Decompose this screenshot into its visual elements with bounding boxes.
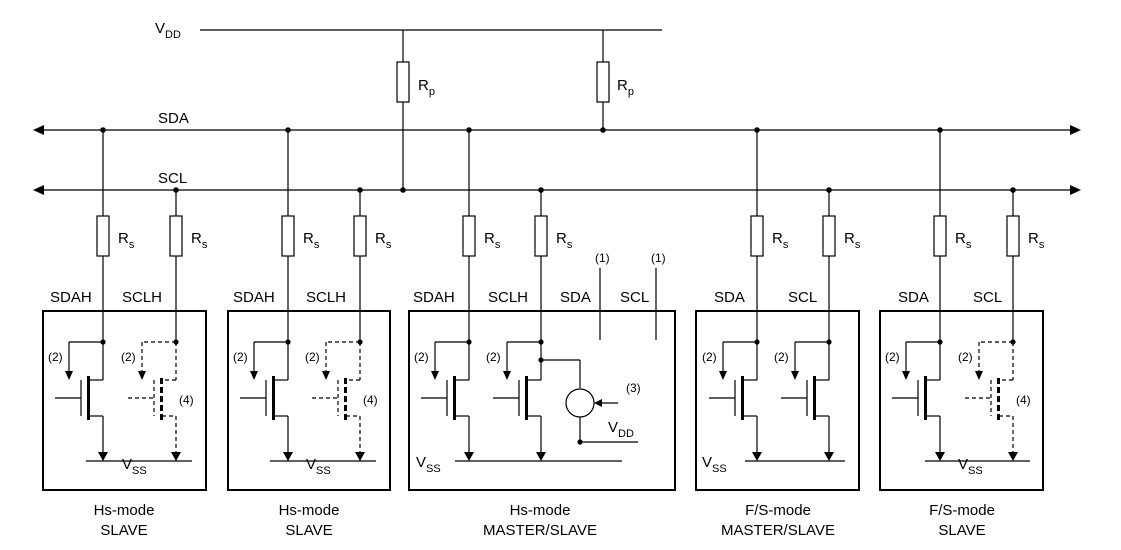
svg-text:SCL: SCL: [788, 289, 817, 306]
svg-text:(2): (2): [885, 350, 900, 364]
svg-text:SDAH: SDAH: [413, 289, 455, 306]
transistor-cells: (2) (2) (4) (2) (2) (4) (2) (2) (2) (2) (2) (2) (4): [48, 339, 1031, 461]
svg-text:VSS: VSS: [958, 456, 983, 477]
transistor-cell: (2): [702, 339, 762, 461]
svg-text:Hs-mode: Hs-mode: [94, 502, 155, 519]
svg-text:SCLH: SCLH: [488, 289, 528, 306]
svg-text:VDD: VDD: [155, 20, 181, 41]
svg-text:SCLH: SCLH: [122, 289, 162, 306]
svg-text:Rs: Rs: [772, 230, 789, 251]
svg-text:Rp: Rp: [617, 77, 634, 98]
svg-text:VDD: VDD: [608, 419, 634, 440]
svg-text:SCL: SCL: [973, 289, 1002, 306]
svg-text:(2): (2): [121, 350, 136, 364]
svg-text:Rs: Rs: [1028, 230, 1045, 251]
series-resistor-rs: Rs: [1006, 187, 1045, 342]
svg-text:(4): (4): [1016, 393, 1031, 407]
svg-text:SLAVE: SLAVE: [938, 522, 985, 539]
svg-text:(4): (4): [179, 393, 194, 407]
svg-text:(4): (4): [363, 393, 378, 407]
transistor-cell: (2): [48, 339, 108, 461]
svg-text:SDA: SDA: [714, 289, 745, 306]
series-resistors: Rs Rs Rs Rs Rs Rs Rs Rs Rs Rs: [96, 127, 1045, 342]
scl-bus-line: SCL: [33, 170, 1081, 195]
series-resistor-rs: Rs: [169, 187, 208, 342]
transistor-cell: (2): [885, 339, 945, 461]
svg-text:SDA: SDA: [898, 289, 929, 306]
transistor-cell: (2) (4): [305, 339, 378, 461]
device-hs-slave-1: SDAH SCLH Hs-mode SLAVE: [42, 289, 207, 539]
svg-text:SLAVE: SLAVE: [285, 522, 332, 539]
svg-text:(1): (1): [651, 251, 666, 265]
svg-text:(1): (1): [595, 251, 610, 265]
svg-text:(2): (2): [305, 350, 320, 364]
transistor-cell: (2): [414, 339, 474, 461]
svg-text:SCL: SCL: [158, 170, 187, 187]
svg-text:Rs: Rs: [484, 230, 501, 251]
svg-text:Hs-mode: Hs-mode: [279, 502, 340, 519]
svg-text:VSS: VSS: [306, 456, 331, 477]
vdd-rail: VDD: [155, 20, 662, 41]
device-fs-master-slave: SDA SCL F/S-mode MASTER/SLAVE: [695, 289, 860, 539]
series-resistor-rs: Rs: [822, 187, 861, 342]
svg-text:(2): (2): [774, 350, 789, 364]
svg-text:F/S-mode: F/S-mode: [745, 502, 811, 519]
svg-text:(3): (3): [626, 381, 641, 395]
svg-text:VSS: VSS: [416, 454, 441, 475]
series-resistor-rs: Rs: [933, 127, 972, 342]
svg-text:Rs: Rs: [118, 230, 135, 251]
svg-text:VSS: VSS: [122, 456, 147, 477]
svg-text:(2): (2): [486, 350, 501, 364]
device-hs-slave-2: SDAH SCLH Hs-mode SLAVE: [227, 289, 391, 539]
svg-text:Rs: Rs: [191, 230, 208, 251]
svg-text:Rs: Rs: [303, 230, 320, 251]
svg-text:Hs-mode: Hs-mode: [510, 502, 571, 519]
svg-text:Rs: Rs: [375, 230, 392, 251]
svg-text:(2): (2): [958, 350, 973, 364]
svg-text:SDA: SDA: [158, 110, 189, 127]
pullup-resistor-rp-2: Rp: [596, 30, 634, 133]
series-resistor-rs: Rs: [96, 127, 135, 342]
transistor-cell: (2): [774, 339, 834, 461]
transistor-cell: (2): [486, 339, 546, 461]
svg-text:SDAH: SDAH: [50, 289, 92, 306]
series-resistor-rs: Rs: [281, 127, 320, 342]
series-resistor-rs: Rs: [353, 187, 392, 342]
sda-bus-line: SDA: [33, 110, 1081, 135]
series-resistor-rs: Rs: [750, 127, 789, 342]
svg-text:SLAVE: SLAVE: [100, 522, 147, 539]
svg-text:SDA: SDA: [560, 289, 591, 306]
series-resistor-rs: Rs: [534, 187, 573, 342]
svg-text:SCLH: SCLH: [306, 289, 346, 306]
svg-text:Rs: Rs: [844, 230, 861, 251]
svg-text:(2): (2): [233, 350, 248, 364]
svg-text:Rs: Rs: [556, 230, 573, 251]
svg-text:F/S-mode: F/S-mode: [929, 502, 995, 519]
svg-text:VSS: VSS: [702, 454, 727, 475]
svg-text:(2): (2): [702, 350, 717, 364]
pullup-resistor-rp-1: Rp: [396, 30, 435, 193]
svg-text:Rs: Rs: [955, 230, 972, 251]
series-resistor-rs: Rs: [462, 127, 501, 342]
device-hs-master-slave: SDAH SCLH SDA SCL (1) (1) Hs-mode MASTER…: [408, 251, 676, 539]
svg-text:SCL: SCL: [620, 289, 649, 306]
svg-text:MASTER/SLAVE: MASTER/SLAVE: [721, 522, 835, 539]
svg-text:Rp: Rp: [418, 77, 435, 98]
transistor-cell: (2) (4): [958, 339, 1031, 461]
svg-text:(2): (2): [48, 350, 63, 364]
svg-text:(2): (2): [414, 350, 429, 364]
vss-lines: VSS VSS VSS VSS VSS: [86, 454, 1030, 477]
current-source: (3) VDD: [541, 359, 641, 445]
device-fs-slave: SDA SCL F/S-mode SLAVE: [879, 289, 1044, 539]
transistor-cell: (2) (4): [121, 339, 194, 461]
svg-text:MASTER/SLAVE: MASTER/SLAVE: [483, 522, 597, 539]
transistor-cell: (2): [233, 339, 293, 461]
svg-text:SDAH: SDAH: [233, 289, 275, 306]
